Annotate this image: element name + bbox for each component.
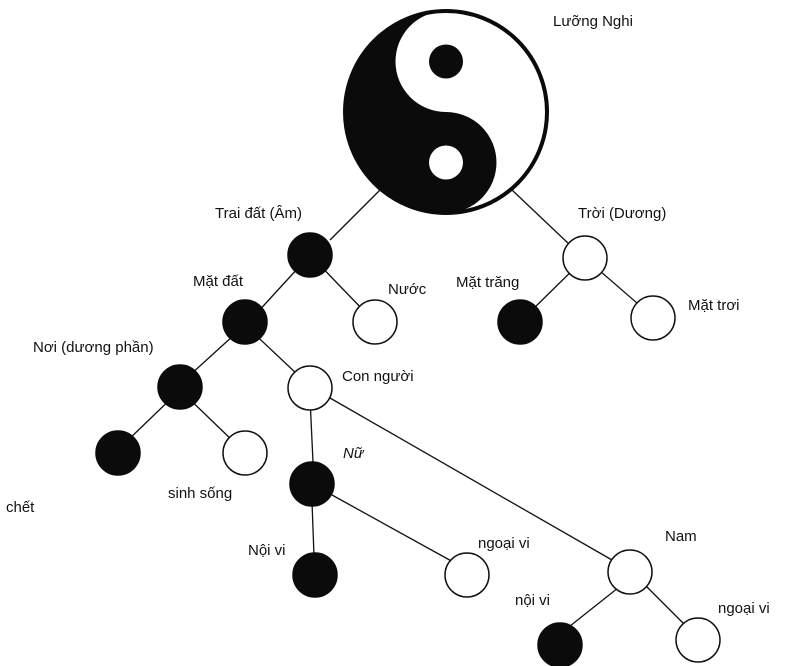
label-con-nguoi: Con người bbox=[342, 368, 414, 385]
node-sinh-song bbox=[222, 430, 268, 476]
label-noi-duong-phan: Nơi (dương phần) bbox=[33, 339, 154, 356]
label-luong-nghi: Lưỡng Nghi bbox=[553, 13, 633, 30]
label-nu: Nữ bbox=[343, 445, 365, 462]
node-ngoai-vi-nu bbox=[444, 552, 490, 598]
node-nam bbox=[607, 549, 653, 595]
node-ngoai-vi-nam bbox=[675, 617, 721, 663]
label-mat-troi: Mặt trơi bbox=[688, 297, 740, 314]
label-mat-dat: Mặt đất bbox=[193, 273, 244, 290]
node-noi-duong-phan bbox=[157, 364, 203, 410]
edge-taichi-traidat bbox=[329, 189, 381, 241]
label-troi: Trời (Dương) bbox=[578, 205, 666, 222]
tree-nodes bbox=[95, 232, 721, 666]
node-nuoc bbox=[352, 299, 398, 345]
node-chet bbox=[95, 430, 141, 476]
edge-connguoi-nam bbox=[329, 397, 613, 561]
node-con-nguoi bbox=[287, 365, 333, 411]
taiji-yang-dot bbox=[429, 145, 463, 180]
node-noi-vi-nu bbox=[292, 552, 338, 598]
label-ngoai-vi-nam: ngoại vi bbox=[718, 600, 770, 617]
node-noi-vi-nam bbox=[537, 622, 583, 666]
edge-taichi-troi bbox=[511, 189, 571, 246]
label-mat-trang: Mặt trăng bbox=[456, 274, 519, 291]
node-troi bbox=[562, 235, 608, 281]
label-ngoai-vi-nu: ngoại vi bbox=[478, 535, 530, 552]
label-noi-vi-nu: Nội vi bbox=[248, 542, 286, 559]
label-noi-vi-nam: nội vi bbox=[515, 592, 550, 609]
label-chet: chết bbox=[6, 499, 35, 516]
tree-labels: Lưỡng Nghi Trai đất (Âm) Trời (Dương) Mặ… bbox=[6, 13, 770, 617]
taiji-yin-dot bbox=[429, 44, 463, 79]
node-mat-trang bbox=[497, 299, 543, 345]
node-trai-dat bbox=[287, 232, 333, 278]
node-mat-troi bbox=[630, 295, 676, 341]
label-sinh-song: sinh sống bbox=[168, 485, 232, 502]
label-nam: Nam bbox=[665, 528, 697, 545]
edge-nu-noivi bbox=[311, 501, 315, 557]
node-nu bbox=[289, 461, 335, 507]
node-mat-dat bbox=[222, 299, 268, 345]
edge-nam-ngoaivi bbox=[639, 579, 689, 629]
label-nuoc: Nước bbox=[388, 281, 427, 298]
edge-nu-ngoaivi bbox=[331, 494, 456, 564]
label-trai-dat: Trai đất (Âm) bbox=[215, 205, 302, 222]
taiji-symbol bbox=[343, 9, 549, 215]
